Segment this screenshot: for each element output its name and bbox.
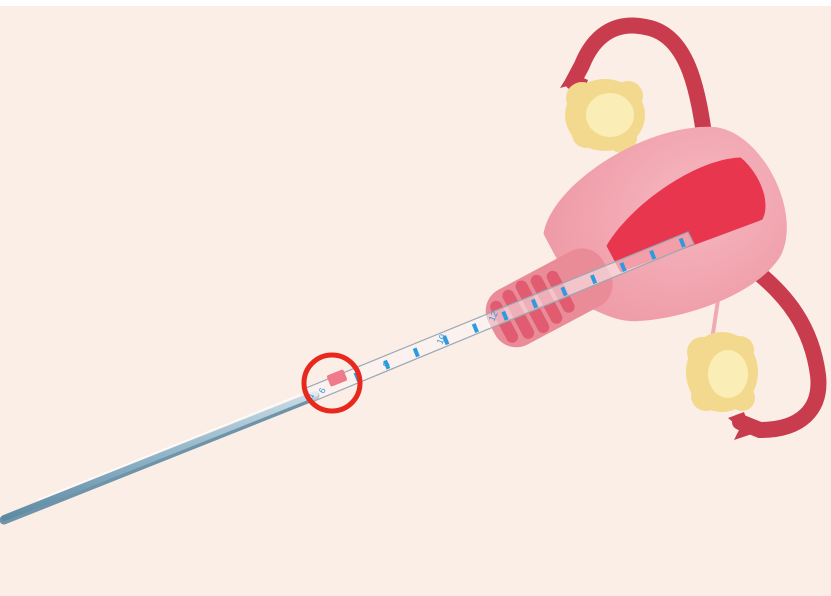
ovary-lower	[686, 332, 758, 412]
ovary-upper	[565, 79, 645, 153]
top-strip	[0, 0, 831, 6]
